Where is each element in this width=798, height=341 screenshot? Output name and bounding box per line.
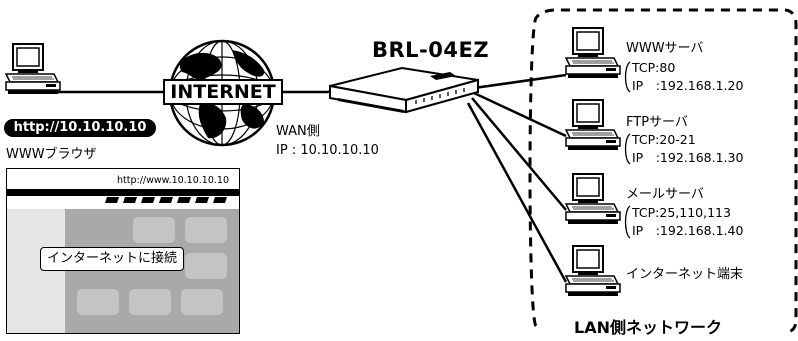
router-device-icon <box>330 68 478 113</box>
url-address-pill: http://10.10.10.10 <box>4 119 156 137</box>
ftp-server-name: FTPサーバ <box>626 116 688 129</box>
internet-terminal-name: インターネット端末 <box>626 268 743 281</box>
mail-server-tcp: TCP:25,110,113 <box>632 207 731 220</box>
browser-content <box>65 209 239 333</box>
www-server-tcp: TCP:80 <box>632 62 675 75</box>
wan-ip-label: IP : 10.10.10.10 <box>276 144 379 157</box>
ftp-server-ip: IP :192.168.1.30 <box>632 152 743 165</box>
internet-label: INTERNET <box>164 82 282 102</box>
browser-sidebar <box>7 209 65 333</box>
spec-brackets <box>626 62 631 238</box>
mail-server-name: メールサーバ <box>626 188 704 201</box>
www-server-pc-icon <box>566 28 620 78</box>
lan-network-title: LAN側ネットワーク <box>568 320 728 336</box>
ftp-server-pc-icon <box>566 100 620 150</box>
www-server-ip: IP :192.168.1.20 <box>632 80 743 93</box>
www-server-name: WWWサーバ <box>626 42 703 55</box>
ftp-server-tcp: TCP:20-21 <box>632 134 696 147</box>
browser-toolbar <box>7 187 239 207</box>
connect-callout: インターネットに接続 <box>40 247 184 271</box>
browser-address-text: http://www.10.10.10.10 <box>117 175 229 186</box>
wan-side-label: WAN側 <box>276 125 320 138</box>
mail-server-pc-icon <box>566 174 620 224</box>
browser-caption: WWWブラウザ <box>6 148 97 161</box>
internet-terminal-pc-icon <box>566 246 620 296</box>
mail-server-ip: IP :192.168.1.40 <box>632 225 743 238</box>
router-model-label: BRL-04EZ <box>372 40 489 61</box>
client-pc-icon <box>6 44 60 94</box>
